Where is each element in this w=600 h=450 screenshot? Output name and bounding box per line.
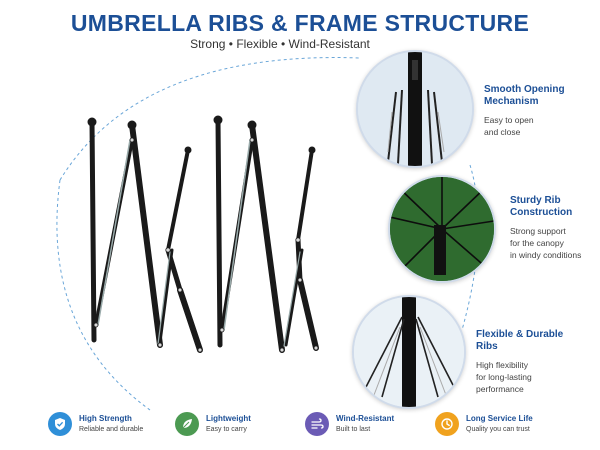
rib-frame-illustration xyxy=(87,115,319,353)
leaf-icon xyxy=(175,412,199,436)
feature-title: Flexible & Durable Ribs xyxy=(476,329,564,352)
badge-long-service-life: Long Service Life Quality you can trust xyxy=(435,412,533,436)
feature-description: Easy to open and close xyxy=(484,115,534,137)
badge-desc: Easy to carry xyxy=(206,425,247,433)
badge-desc: Built to last xyxy=(336,425,371,433)
page-title: UMBRELLA RIBS & FRAME STRUCTURE xyxy=(70,10,530,36)
feature-description: Strong support for the canopy in windy c… xyxy=(510,226,582,260)
flexible-ribs-image xyxy=(354,297,464,407)
badge-title: Wind-Resistant xyxy=(336,413,395,423)
wind-icon xyxy=(305,412,329,436)
feature-rib-construction: Sturdy Rib Construction Strong support f… xyxy=(510,195,600,261)
badge-lightweight: Lightweight Easy to carry xyxy=(175,412,251,436)
feature-description: High flexibility for long-lasting perfor… xyxy=(476,360,532,394)
shield-check-icon xyxy=(48,412,72,436)
opening-mechanism-closeup xyxy=(356,50,474,168)
badge-desc: Reliable and durable xyxy=(79,425,144,433)
clock-icon xyxy=(435,412,459,436)
feature-flexible-ribs: Flexible & Durable Ribs High flexibility… xyxy=(476,329,600,395)
badge-title: Long Service Life xyxy=(466,413,533,423)
rib-construction-closeup xyxy=(388,175,496,283)
badge-desc: Quality you can trust xyxy=(466,425,530,433)
badge-title: High Strength xyxy=(79,413,132,423)
badge-title: Lightweight xyxy=(206,413,251,423)
page-subtitle: Strong • Flexible • Wind-Resistant xyxy=(190,37,370,51)
badge-wind-resistant: Wind-Resistant Built to last xyxy=(305,412,394,436)
feature-opening-mechanism: Smooth Opening Mechanism Easy to open an… xyxy=(484,84,600,138)
opening-mechanism-image xyxy=(358,52,472,166)
badge-high-strength: High Strength Reliable and durable xyxy=(48,412,143,436)
feature-title: Sturdy Rib Construction xyxy=(510,195,573,218)
rib-construction-image xyxy=(390,177,494,281)
feature-title: Smooth Opening Mechanism xyxy=(484,84,565,107)
feature-badges: High Strength Reliable and durable Light… xyxy=(0,412,600,448)
flexible-ribs-closeup xyxy=(352,295,466,409)
